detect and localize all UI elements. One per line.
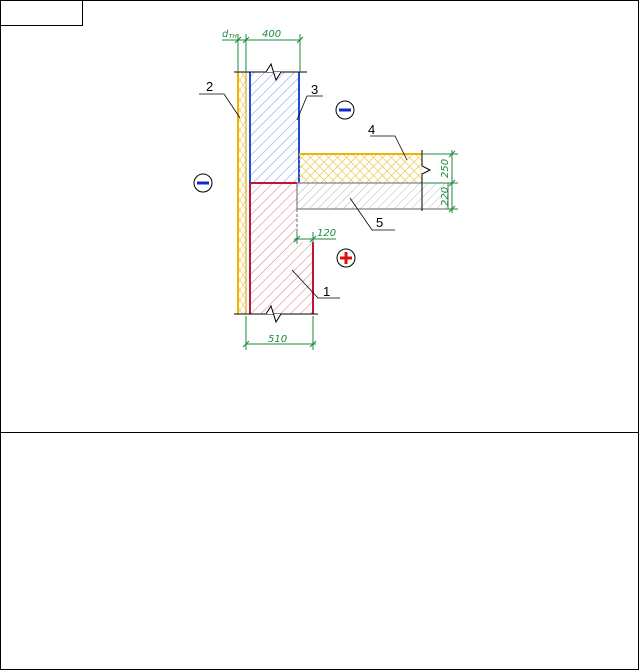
lower-masonry-block [249,182,314,314]
label-4: 4 [368,122,375,137]
bottom-width-label: 510 [268,334,287,345]
dimension-right [422,150,458,213]
step-width-label: 120 [317,228,336,239]
label-2: 2 [206,79,213,94]
top-width-label: 400 [262,29,281,40]
minus-sign-left-icon [193,173,213,193]
plus-sign-inside-icon [336,248,356,268]
insulation-height-label: 250 [440,159,451,178]
break-lines [234,62,432,324]
leader-lines [199,93,408,299]
slab-height-label: 220 [440,187,451,206]
insulation-strip-vertical [237,72,247,314]
insulation-thickness-label: dтн [222,29,237,40]
upper-masonry-block [249,72,300,183]
label-1: 1 [323,284,330,299]
floor-insulation [299,153,422,184]
dimension-top [222,34,304,72]
concrete-slab [296,182,449,210]
title-tab [0,0,83,26]
label-5: 5 [376,215,383,230]
section-divider [0,432,639,433]
dimension-step [293,232,336,244]
label-3: 3 [311,82,318,97]
dimension-bottom [242,316,317,350]
minus-sign-upper-icon [335,100,355,120]
